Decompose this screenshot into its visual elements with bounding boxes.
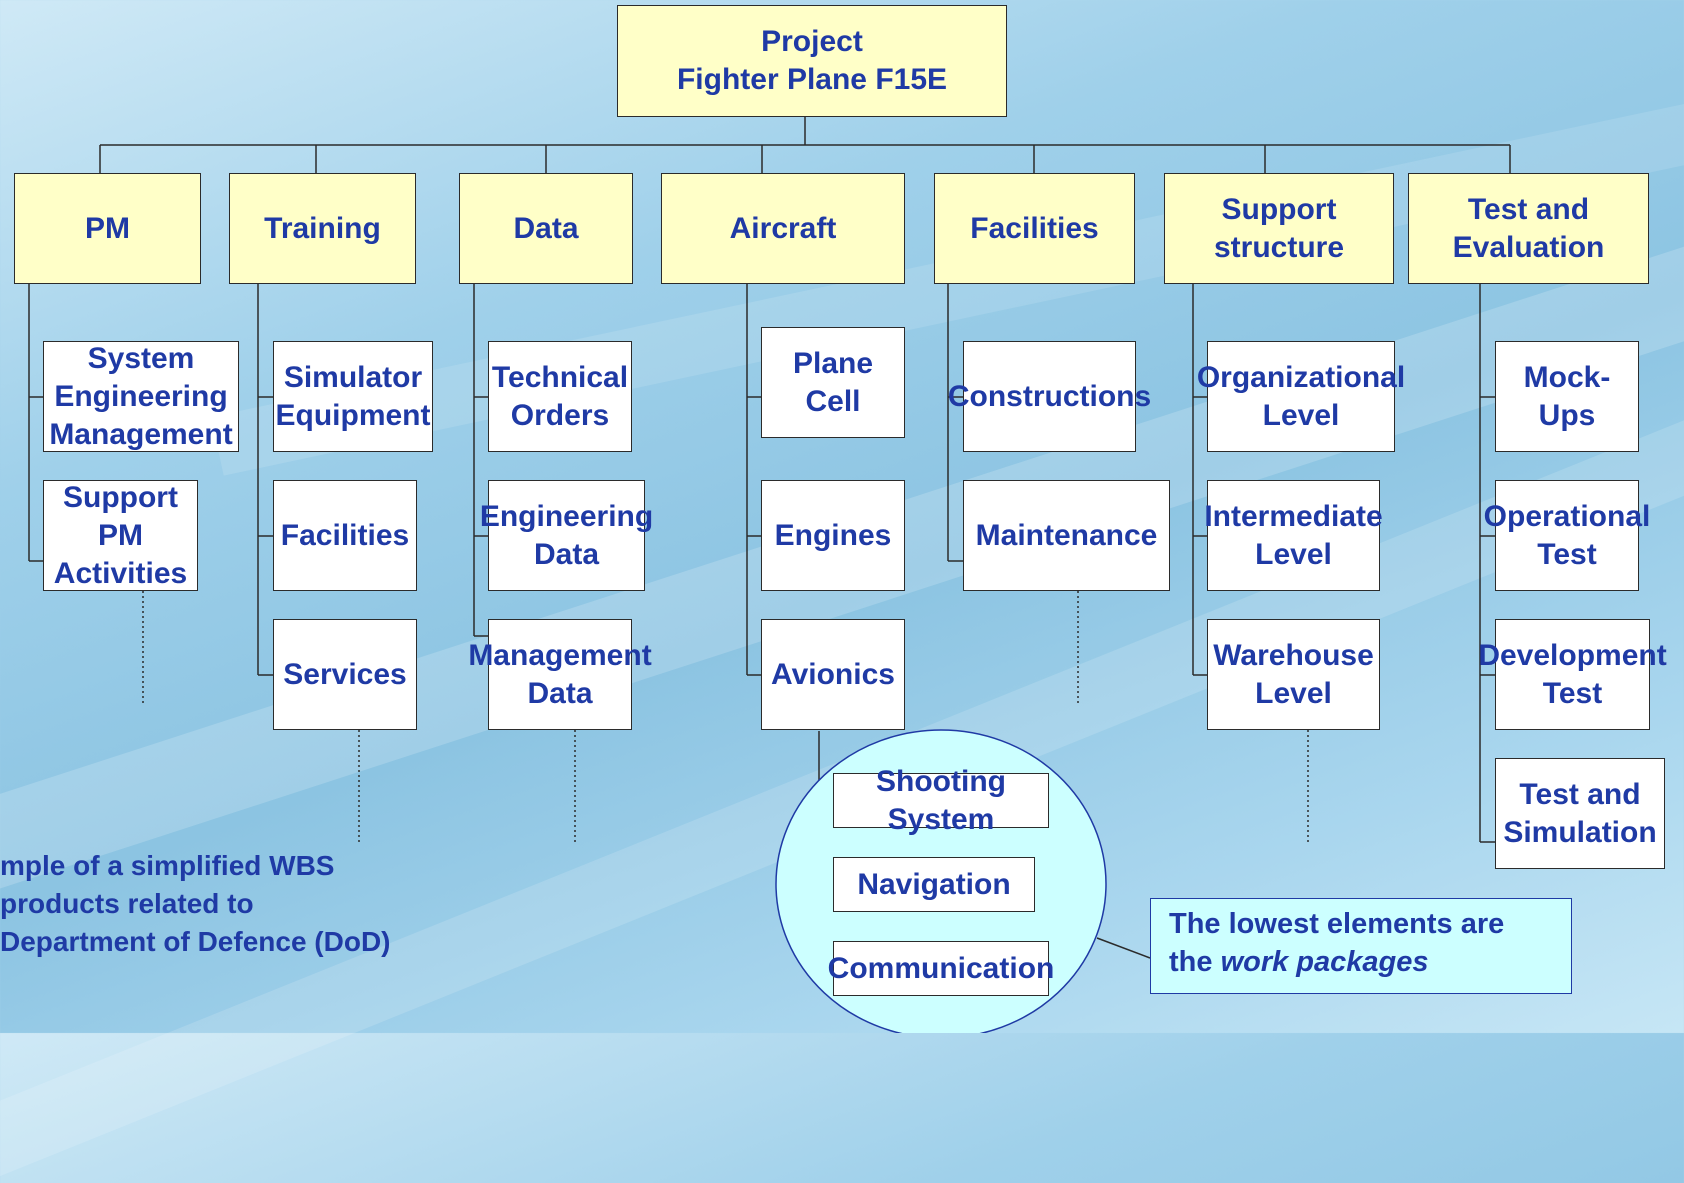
- leaf-plane-cell: Plane Cell: [761, 327, 905, 438]
- leaf-intermediate-level: Intermediate Level: [1204, 480, 1383, 591]
- category-pm: PM: [14, 173, 201, 284]
- leaf-technical-orders: Technical Orders: [488, 341, 632, 452]
- leaf-shooting-system: Shooting System: [833, 765, 1049, 836]
- category-aircraft: Aircraft: [661, 173, 905, 284]
- root-subtitle: Fighter Plane F15E: [676, 63, 948, 96]
- work-packages-note: The lowest elements are the work package…: [1150, 898, 1572, 994]
- leaf-simulator-equipment: Simulator Equipment: [273, 341, 433, 452]
- category-support-structure: Support structure: [1164, 173, 1394, 284]
- leaf-operational-test: Operational Test: [1484, 480, 1650, 591]
- note-line-1: The lowest elements are: [1169, 908, 1505, 940]
- diagram-caption: mple of a simplified WBS products relate…: [0, 847, 390, 961]
- leaf-warehouse-level: Warehouse Level: [1207, 619, 1380, 730]
- category-training: Training: [229, 173, 416, 284]
- category-test-evaluation: Test and Evaluation: [1408, 173, 1649, 284]
- leaf-mock-ups: Mock-Ups: [1495, 341, 1639, 452]
- leaf-avionics: Avionics: [761, 619, 905, 730]
- caption-line-2: products related to: [0, 888, 254, 919]
- note-line-2: the work packages: [1169, 946, 1429, 978]
- leaf-development-test: Development Test: [1478, 619, 1667, 730]
- category-facilities: Facilities: [934, 173, 1135, 284]
- leaf-test-and-simulation: Test and Simulation: [1495, 758, 1665, 869]
- leaf-support-pm-activities: Support PM Activities: [43, 480, 198, 591]
- leaf-maintenance: Maintenance: [963, 480, 1170, 591]
- leaf-communication: Communication: [828, 941, 1054, 996]
- note-emphasis: work packages: [1220, 946, 1429, 978]
- leaf-organizational-level: Organizational Level: [1197, 341, 1405, 452]
- leaf-services: Services: [273, 619, 417, 730]
- leaf-engineering-data: Engineering Data: [480, 480, 653, 591]
- leaf-management-data: Management Data: [468, 619, 652, 730]
- leaf-engines: Engines: [761, 480, 905, 591]
- caption-line-1: mple of a simplified WBS: [0, 850, 335, 881]
- leaf-navigation: Navigation: [833, 857, 1035, 912]
- category-data: Data: [459, 173, 633, 284]
- leaf-system-engineering-management: System Engineering Management: [43, 341, 239, 452]
- leaf-training-facilities: Facilities: [273, 480, 417, 591]
- caption-line-3: Department of Defence (DoD): [0, 926, 391, 957]
- leaf-constructions: Constructions: [948, 341, 1151, 452]
- root-title: Project: [761, 25, 863, 58]
